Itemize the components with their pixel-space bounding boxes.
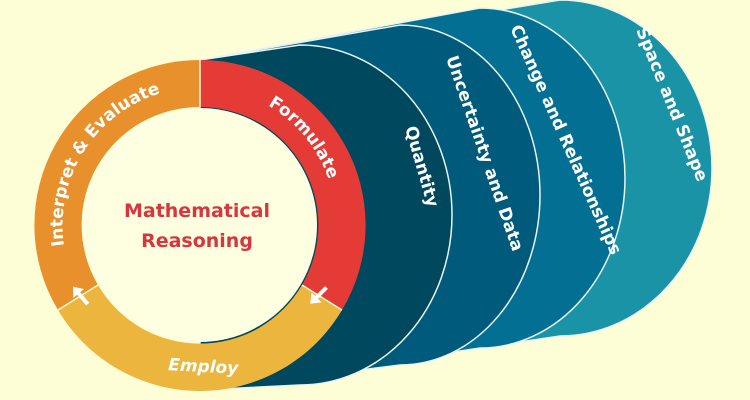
- center-title-line2: Reasoning: [141, 230, 253, 252]
- center-title-line1: Mathematical: [124, 200, 270, 222]
- interpret-evaluate-segment: [34, 59, 201, 311]
- employ-label: Employ: [168, 355, 240, 379]
- arrow-down-icon: [310, 286, 328, 304]
- employ-segment: [58, 285, 342, 391]
- center-disc: [83, 108, 317, 342]
- arrow-up-icon: [72, 286, 90, 306]
- formulate-segment: [200, 59, 366, 311]
